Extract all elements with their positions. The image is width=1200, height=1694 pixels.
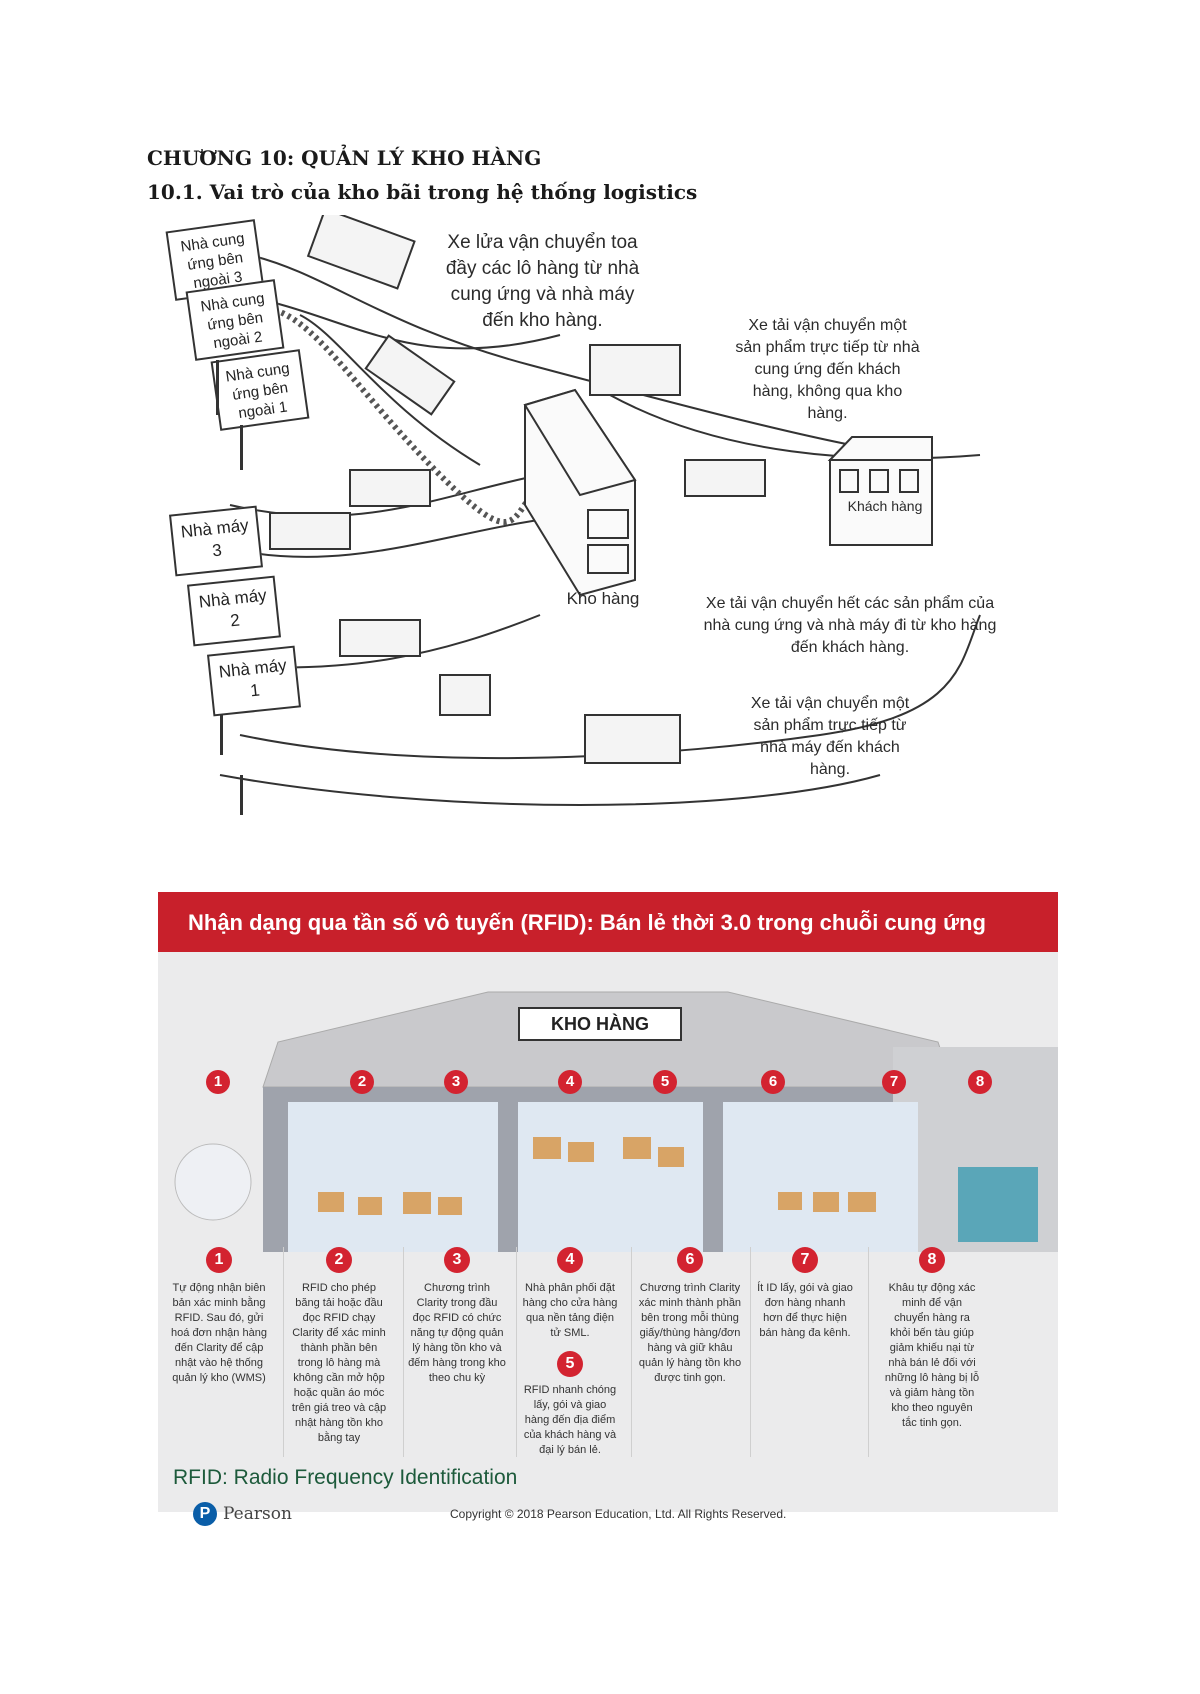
step-4-number: 4 (557, 1247, 583, 1273)
step-marker-2: 2 (350, 1070, 374, 1094)
step-marker-4: 4 (558, 1070, 582, 1094)
step-7-text: Ít ID lấy, gói và giao đơn hàng nhanh hơ… (757, 1282, 853, 1339)
step-8-text: Khâu tự động xác minh để vận chuyển hàng… (884, 1282, 980, 1429)
step-2: 2 RFID cho phép băng tải hoặc đầu đọc RF… (290, 1247, 388, 1446)
customer-label: Khách hàng (847, 498, 923, 514)
step-4-text: Nhà phân phối đặt hàng cho cửa hàng qua … (522, 1282, 618, 1339)
step-1-number: 1 (206, 1247, 232, 1273)
pearson-brand: P Pearson (193, 1502, 292, 1526)
caption-truck-factory-direct: Xe tải vận chuyển một sản phẩm trực tiếp… (750, 695, 910, 778)
publisher-name: Pearson (223, 1504, 292, 1524)
rfid-definition: RFID: Radio Frequency Identification (173, 1466, 518, 1489)
step-6-text: Chương trình Clarity xác minh thành phần… (638, 1282, 742, 1384)
caption-train: Xe lửa vận chuyển toa đầy các lô hàng từ… (445, 232, 640, 331)
sign-supplier-2: Nhà cung ứng bên ngoài 2 (185, 279, 285, 361)
caption-truck-supplier-direct: Xe tải vận chuyển một sản phẩm trực tiếp… (735, 317, 920, 422)
step-3-text: Chương trình Clarity trong đầu đọc RFID … (408, 1282, 506, 1384)
sign-factory-3: Nhà máy 3 (169, 505, 263, 577)
sign-factory-2: Nhà máy 2 (187, 575, 281, 647)
step-7-number: 7 (792, 1247, 818, 1273)
step-6-number: 6 (677, 1247, 703, 1273)
section-title: 10.1. Vai trò của kho bãi trong hệ thống… (147, 180, 698, 204)
copyright: Copyright © 2018 Pearson Education, Ltd.… (450, 1507, 787, 1521)
step-2-number: 2 (326, 1247, 352, 1273)
warehouse-label: Kho hàng (566, 589, 640, 608)
step-1-text: Tự động nhận biên bản xác minh bằng RFID… (171, 1282, 267, 1384)
logistics-illustration: Nhà cung ứng bên ngoài 3 Nhà cung ứng bê… (165, 215, 1030, 830)
rfid-banner: Nhận dạng qua tần số vô tuyến (RFID): Bá… (158, 892, 1058, 952)
step-5-number: 5 (557, 1351, 583, 1377)
step-3: 3 Chương trình Clarity trong đầu đọc RFI… (408, 1247, 506, 1386)
step-4-5: 4 Nhà phân phối đặt hàng cho cửa hàng qu… (521, 1247, 619, 1458)
sign-supplier-1: Nhà cung ứng bên ngoài 1 (210, 349, 310, 431)
logistics-roads-drawing (219, 215, 981, 806)
rfid-banner-title: Nhận dạng qua tần số vô tuyến (RFID): Bá… (188, 910, 986, 935)
caption-truck-from-warehouse: Xe tải vận chuyển hết các sản phẩm của n… (703, 595, 997, 656)
step-2-text: RFID cho phép băng tải hoặc đầu đọc RFID… (291, 1282, 387, 1444)
step-marker-3: 3 (444, 1070, 468, 1094)
step-marker-1: 1 (206, 1070, 230, 1094)
step-marker-5: 5 (653, 1070, 677, 1094)
rfid-infographic: Nhận dạng qua tần số vô tuyến (RFID): Bá… (158, 892, 1058, 1512)
step-8-number: 8 (919, 1247, 945, 1273)
step-marker-8: 8 (968, 1070, 992, 1094)
chapter-title: CHƯƠNG 10: QUẢN LÝ KHO HÀNG (147, 146, 542, 170)
step-5-text: RFID nhanh chóng lấy, gói và giao hàng đ… (523, 1384, 617, 1456)
pearson-logo-icon: P (193, 1502, 217, 1526)
step-marker-6: 6 (761, 1070, 785, 1094)
step-marker-7: 7 (882, 1070, 906, 1094)
warehouse-sign: KHO HÀNG (518, 1007, 682, 1041)
step-7: 7 Ít ID lấy, gói và giao đơn hàng nhanh … (756, 1247, 854, 1341)
warehouse-drawing (174, 991, 1058, 1252)
step-6: 6 Chương trình Clarity xác minh thành ph… (636, 1247, 744, 1386)
step-1: 1 Tự động nhận biên bản xác minh bằng RF… (170, 1247, 268, 1386)
step-8: 8 Khâu tự động xác minh để vận chuyển hà… (883, 1247, 981, 1431)
step-3-number: 3 (444, 1247, 470, 1273)
sign-factory-1: Nhà máy 1 (207, 645, 301, 717)
